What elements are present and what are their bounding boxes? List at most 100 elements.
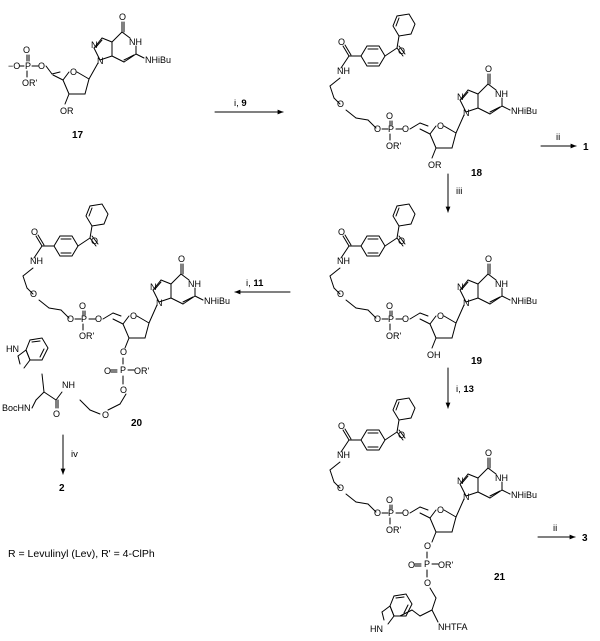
condition-ii: ii	[556, 132, 560, 143]
n1-h-atom: NH	[129, 37, 142, 47]
phosphate-3-oxo-atom: O	[408, 560, 415, 570]
compound-19-structure: O O NH O O P O OR' O O OH N N O NH NHiBu	[329, 203, 537, 360]
n9-atom: N	[97, 56, 104, 66]
phosphate-o-linker-atom: O	[424, 578, 431, 588]
indole-nh-atom: HN	[370, 624, 383, 634]
condition-i-11: i, 11	[246, 278, 264, 289]
amide-nh-atom: NH	[337, 450, 350, 460]
phosphate-o3-atom: O	[424, 541, 431, 551]
phosphorus-3-atom: P	[120, 365, 126, 375]
carbonyl-oxygen-atom: O	[485, 64, 492, 74]
ring-oxygen-atom: O	[70, 67, 77, 77]
amine-label: NHiBu	[511, 490, 537, 500]
compound-20-label: 20	[131, 418, 143, 429]
aryl-ester-label: OR'	[386, 141, 402, 151]
phosphorus-atom: P	[388, 124, 394, 134]
compound-18-label: 18	[471, 168, 483, 179]
ketone-oxygen-atom: O	[91, 236, 98, 246]
product-2-label: 2	[59, 483, 65, 494]
ketone-oxygen-atom: O	[398, 236, 405, 246]
amine-label: NHiBu	[145, 55, 171, 65]
n1-h-atom: NH	[188, 279, 201, 289]
phosphate-o5-atom: O	[95, 314, 102, 324]
n7-atom: N	[457, 92, 464, 102]
n9-atom: N	[156, 298, 163, 308]
condition-i-9: i, 9	[234, 98, 247, 109]
carbonyl-oxygen-atom: O	[485, 254, 492, 264]
aryl-ester-label: OR'	[22, 78, 38, 88]
n1-h-atom: NH	[495, 473, 508, 483]
phosphorus-atom: P	[388, 314, 394, 324]
phosphate-o5-atom: O	[402, 508, 409, 518]
condition-i-13: i, 13	[456, 384, 474, 395]
phosphate-o5-atom: O	[402, 314, 409, 324]
ether-oxygen-atom: O	[337, 289, 344, 299]
boc-amine-label: BocHN	[2, 403, 31, 413]
product-1-label: 1	[583, 142, 589, 153]
phosphate-o-atom: O	[374, 124, 381, 134]
amide-oxygen-atom: O	[338, 227, 345, 237]
phosphate-oxo-atom: O	[386, 495, 393, 505]
phosphate-o-atom: O	[374, 508, 381, 518]
aryl-ester-3-label: OR'	[438, 560, 454, 570]
phosphate-o3-atom: O	[120, 347, 127, 357]
n7-atom: N	[457, 282, 464, 292]
tfa-amine-label: NHTFA	[438, 622, 468, 632]
n7-atom: N	[457, 476, 464, 486]
amide-oxygen-atom: O	[338, 37, 345, 47]
ether-oxygen-atom: O	[30, 289, 37, 299]
amide-nh-2-atom: NH	[62, 380, 75, 390]
aryl-ester-label: OR'	[386, 525, 402, 535]
bridging-oxygen-atom: O	[38, 61, 45, 71]
phosphate-anion-label: −O	[8, 61, 20, 71]
legend-text: R = Levulinyl (Lev), R' = 4-ClPh	[8, 548, 155, 560]
amide-nh-atom: NH	[30, 256, 43, 266]
indole-nh-atom: HN	[6, 344, 19, 354]
free-3-oh-label: OH	[427, 350, 441, 360]
compound-17-structure: O −O P O OR' O OR N N O NH NHiBu	[8, 12, 171, 116]
carbonyl-oxygen-atom: O	[485, 448, 492, 458]
phosphorus-atom: P	[25, 61, 31, 71]
compound-19-label: 19	[471, 356, 483, 367]
phosphate-oxo-atom: O	[386, 301, 393, 311]
amide-oxygen-atom: O	[338, 421, 345, 431]
ring-oxygen-atom: O	[437, 121, 444, 131]
phosphorus-atom: P	[81, 314, 87, 324]
n9-atom: N	[463, 298, 470, 308]
phosphate-oxo-atom: O	[23, 45, 30, 55]
phosphate-3-oxo-atom: O	[104, 366, 111, 376]
product-3-label: 3	[582, 533, 588, 544]
aryl-ester-label: OR'	[79, 331, 95, 341]
n7-atom: N	[91, 40, 98, 50]
n7-atom: N	[150, 282, 157, 292]
compound-18-structure: O O NH O O P O OR' O O OR N N O NH NHiBu	[329, 13, 537, 170]
phosphorus-atom: P	[388, 508, 394, 518]
ring-oxygen-atom: O	[130, 311, 137, 321]
compound-17-label: 17	[72, 130, 84, 141]
carbonyl-oxygen-atom: O	[119, 12, 126, 22]
condition-ii-2: ii	[553, 523, 557, 534]
n1-h-atom: NH	[495, 279, 508, 289]
phosphate-o5-atom: O	[402, 124, 409, 134]
phosphorus-3-atom: P	[424, 559, 430, 569]
aryl-ester-3-label: OR'	[134, 366, 150, 376]
ether-oxygen-atom: O	[337, 99, 344, 109]
ring-oxygen-atom: O	[437, 311, 444, 321]
condition-iv: iv	[71, 449, 78, 460]
ketone-oxygen-atom: O	[398, 430, 405, 440]
amine-label: NHiBu	[204, 296, 230, 306]
protected-3-oh-label: OR	[428, 160, 442, 170]
n9-atom: N	[463, 492, 470, 502]
phosphate-oxo-atom: O	[79, 301, 86, 311]
amide-nh-atom: NH	[337, 256, 350, 266]
phosphate-o-atom: O	[374, 314, 381, 324]
n1-h-atom: NH	[495, 89, 508, 99]
ketone-oxygen-atom: O	[398, 46, 405, 56]
n9-atom: N	[463, 108, 470, 118]
compound-21-label: 21	[494, 572, 506, 583]
phosphate-o-atom: O	[67, 314, 74, 324]
phosphate-o-linker-atom: O	[120, 385, 127, 395]
amide-oxygen-atom: O	[31, 227, 38, 237]
amide-oxygen-2-atom: O	[53, 409, 60, 419]
